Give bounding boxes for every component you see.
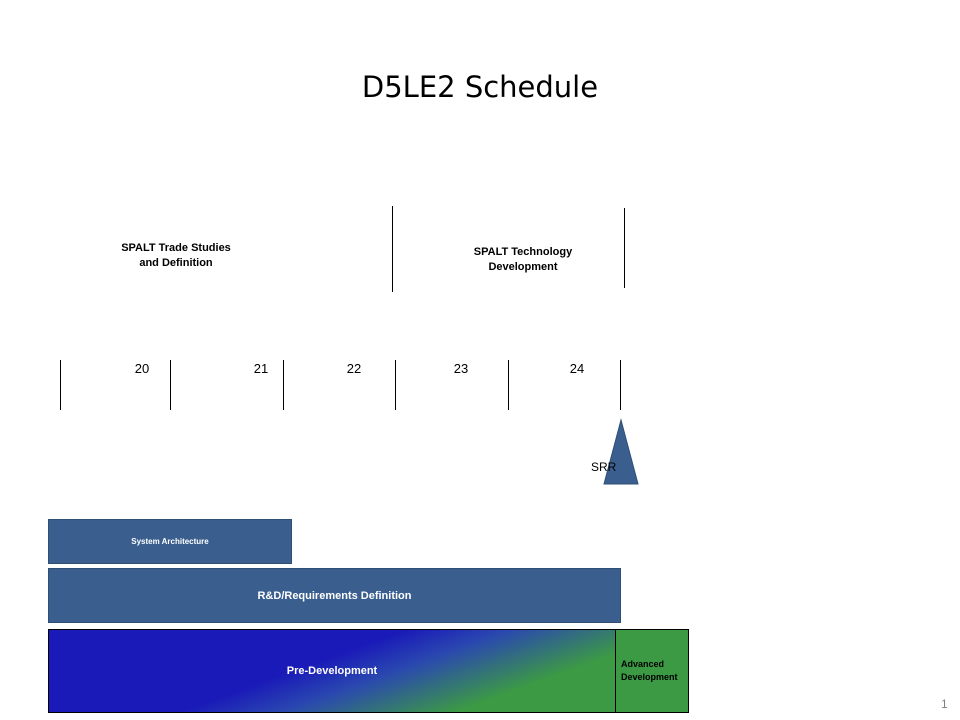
advanced-development-bar: Advanced Development — [615, 629, 689, 713]
pre-development-bar: Pre-Development — [48, 629, 616, 713]
advanced-development-label: Advanced Development — [621, 659, 678, 682]
srr-milestone-label: SRR — [591, 460, 617, 474]
timeline-tick — [508, 360, 509, 410]
year-label: 22 — [346, 361, 362, 376]
phase-divider — [624, 208, 625, 288]
timeline-tick — [620, 360, 621, 410]
phase-label-technology-development: SPALT Technology Development — [473, 246, 573, 273]
page-number: 1 — [941, 697, 948, 711]
year-label: 23 — [453, 361, 469, 376]
pre-development-label: Pre-Development — [286, 665, 378, 677]
phase-divider — [392, 206, 393, 292]
phase-label-trade-studies: SPALT Trade Studies and Definition — [121, 242, 231, 269]
timeline-tick — [283, 360, 284, 410]
rd-requirements-bar: R&D/Requirements Definition — [48, 568, 621, 623]
year-label: 24 — [569, 361, 585, 376]
system-architecture-label: System Architecture — [131, 537, 209, 546]
page-title: D5LE2 Schedule — [361, 70, 599, 104]
system-architecture-bar: System Architecture — [48, 519, 292, 564]
srr-milestone-triangle — [603, 418, 639, 485]
timeline-tick — [170, 360, 171, 410]
year-label: 21 — [253, 361, 269, 376]
timeline-tick — [395, 360, 396, 410]
year-label: 20 — [134, 361, 150, 376]
rd-requirements-label: R&D/Requirements Definition — [257, 589, 412, 602]
timeline-tick — [60, 360, 61, 410]
